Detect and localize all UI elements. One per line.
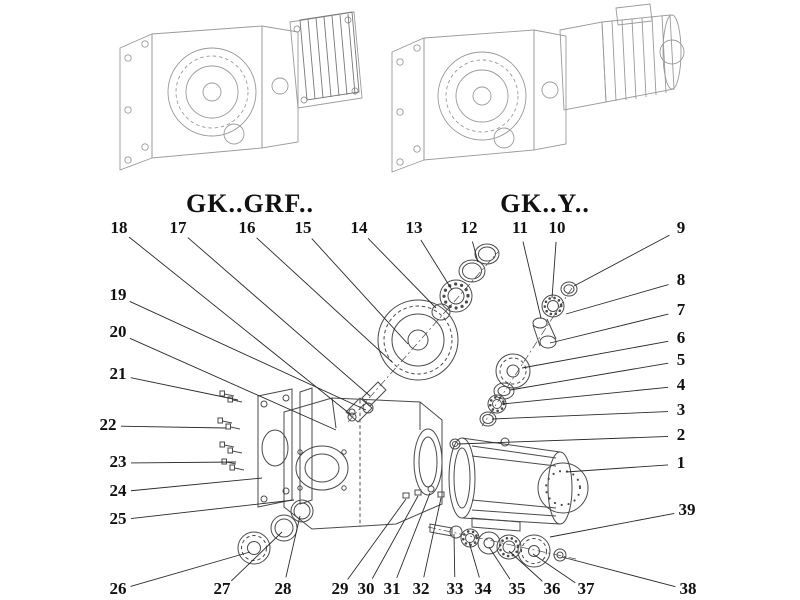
part-number-36: 36 (544, 579, 561, 598)
leader-line-16 (256, 237, 393, 363)
part-number-33: 33 (447, 579, 464, 598)
leader-line-3 (491, 411, 669, 420)
part-number-15: 15 (295, 218, 312, 237)
leader-line-11 (522, 241, 542, 319)
leader-line-6 (521, 340, 669, 369)
part-number-11: 11 (512, 218, 528, 237)
intermediate-shaft-stack (479, 281, 578, 427)
leader-line-15 (311, 238, 409, 345)
leader-line-29 (347, 498, 407, 580)
part-number-32: 32 (413, 579, 430, 598)
leader-line-31 (396, 492, 431, 579)
leader-line-39 (549, 512, 675, 538)
motor-figure (559, 3, 685, 111)
coupling-parts (402, 438, 461, 499)
part-number-3: 3 (677, 400, 686, 419)
part-number-22: 22 (100, 415, 117, 434)
part-number-2: 2 (677, 425, 686, 444)
leader-line-24 (130, 477, 263, 492)
part-number-1: 1 (677, 453, 686, 472)
part-number-6: 6 (677, 328, 686, 347)
flange-screws (217, 390, 245, 471)
leader-line-32 (423, 497, 442, 578)
large-gear (377, 299, 459, 381)
leader-line-36 (508, 550, 543, 582)
leader-line-8 (565, 284, 669, 315)
leader-line-23 (130, 461, 237, 464)
model-label-y: GK..Y.. (500, 189, 590, 218)
leader-line-5 (509, 362, 669, 391)
part-number-29: 29 (332, 579, 349, 598)
leader-line-13 (420, 239, 453, 291)
leader-line-27 (231, 531, 283, 582)
part-number-8: 8 (677, 270, 686, 289)
retaining-rings (458, 243, 500, 283)
leader-line-14 (367, 237, 437, 309)
input-shaft (345, 381, 387, 423)
part-number-19: 19 (110, 285, 127, 304)
leader-line-21 (130, 377, 239, 401)
figure-gk-grf (119, 11, 363, 171)
part-number-20: 20 (110, 322, 127, 341)
leader-line-10 (551, 241, 557, 299)
part-number-13: 13 (406, 218, 423, 237)
leader-line-18 (128, 236, 351, 415)
leader-line-30 (371, 495, 419, 579)
part-number-9: 9 (677, 218, 686, 237)
figure-gk-y (391, 3, 685, 173)
leader-line-7 (549, 313, 669, 344)
leader-line-25 (130, 499, 295, 519)
leader-line-2 (457, 436, 669, 445)
part-number-26: 26 (110, 579, 127, 598)
leader-line-9 (573, 234, 670, 287)
part-number-35: 35 (509, 579, 526, 598)
part-number-16: 16 (239, 218, 256, 237)
part-number-4: 4 (677, 375, 686, 394)
part-number-25: 25 (110, 509, 127, 528)
part-number-10: 10 (549, 218, 566, 237)
part-number-37: 37 (578, 579, 596, 598)
part-number-38: 38 (680, 579, 697, 598)
part-number-34: 34 (475, 579, 493, 598)
part-number-18: 18 (111, 218, 128, 237)
leader-line-20 (129, 337, 337, 431)
part-number-24: 24 (110, 481, 128, 500)
leader-line-37 (532, 553, 576, 584)
upper-bearing (439, 279, 473, 313)
leader-line-33 (453, 533, 456, 578)
motor (448, 437, 589, 532)
leader-line-22 (120, 425, 227, 429)
part-number-14: 14 (351, 218, 369, 237)
leader-line-1 (565, 464, 669, 473)
part-number-27: 27 (214, 579, 232, 598)
part-number-28: 28 (275, 579, 292, 598)
leader-line-34 (468, 541, 480, 578)
part-number-31: 31 (384, 579, 401, 598)
leader-line-19 (129, 301, 367, 411)
leader-line-28 (285, 515, 301, 578)
leader-line-17 (187, 237, 371, 397)
part-number-12: 12 (461, 218, 478, 237)
part-number-23: 23 (110, 452, 127, 471)
leader-line-35 (488, 546, 511, 580)
part-number-30: 30 (358, 579, 375, 598)
output-shaft-assembly (429, 523, 567, 568)
part-number-21: 21 (110, 364, 127, 383)
exploded-view (217, 243, 589, 568)
leader-line-26 (130, 551, 251, 587)
fin-cover (299, 11, 360, 101)
part-number-5: 5 (677, 350, 686, 369)
part-number-17: 17 (170, 218, 188, 237)
spacer-ring (431, 303, 451, 321)
leader-line-12 (471, 241, 479, 263)
seal-bearing-group (237, 499, 314, 565)
part-number-39: 39 (679, 500, 696, 519)
leader-line-4 (501, 386, 669, 405)
leader-line-38 (561, 556, 676, 588)
part-number-7: 7 (677, 300, 686, 319)
model-label-grf: GK..GRF.. (186, 189, 314, 218)
